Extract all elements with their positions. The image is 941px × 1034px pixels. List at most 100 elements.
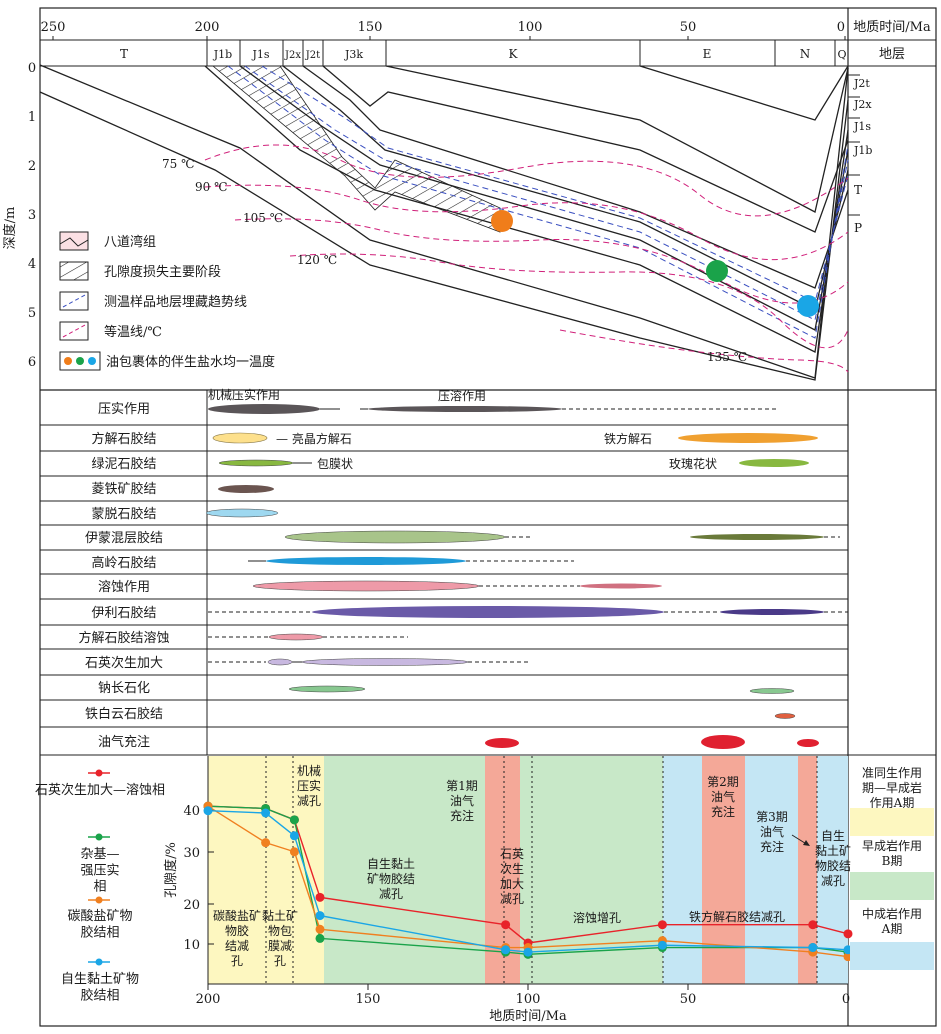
- anno-oil2: 第2期油气充注: [707, 775, 739, 819]
- burial-legend: 八道湾组 孔隙度损失主要阶段 测温样品地层埋藏趋势线 等温线/℃ 油包裹体的伴生…: [59, 231, 275, 371]
- anno-ferrocalcite: 铁方解石胶结减孔: [689, 909, 785, 924]
- legend-label-badaowan: 八道湾组: [104, 234, 156, 250]
- note-pressure-solution: 压溶作用: [438, 388, 486, 403]
- bar-albite: [288, 685, 366, 693]
- bar-calcite-dissolution: [268, 633, 324, 641]
- row-smectite: 蒙脱石胶结: [91, 506, 156, 522]
- isotherm-lines: [204, 144, 849, 373]
- stratum-Q: Q: [837, 48, 846, 61]
- bar-siderite: [218, 485, 274, 493]
- note-ferro-calcite: 铁方解石: [604, 431, 652, 446]
- anno-quartz: 石英次生加大减孔: [500, 847, 524, 906]
- legend-label-trend: 测温样品地层埋藏趋势线: [104, 294, 247, 310]
- porosity-point-2-3: [315, 924, 325, 934]
- anno-mechanical: 机械压实减孔: [297, 763, 321, 808]
- porosity-point-0-6: [657, 920, 667, 930]
- stratum-J1b: J1b: [213, 48, 232, 61]
- note-mechanical: 机械压实作用: [208, 387, 280, 402]
- strata-row: T J1b J1s J2x J2t J3k K E N Q 地层: [40, 40, 936, 67]
- stratum-N: N: [800, 47, 811, 61]
- stratum-J2x: J2x: [284, 50, 301, 61]
- note-rosette: 玫瑰花状: [669, 456, 717, 471]
- bar-chlorite-coating: [218, 459, 294, 467]
- bar-bright-calcite: [212, 432, 268, 444]
- porosity-loss-hatch-swatch: [59, 261, 89, 281]
- row-quartz: 石英次生加大: [85, 655, 163, 671]
- legend-clay-facies: 自生黏土矿物胶结相: [61, 958, 139, 1003]
- porosity-point-3-6: [657, 940, 667, 950]
- xtick-0: 0: [842, 992, 850, 1007]
- stage-swatch-early-b: [850, 872, 934, 900]
- stratum-J2t: J2t: [305, 50, 320, 61]
- note-coating: 包膜状: [317, 457, 353, 471]
- row-calcite-dissolution: 方解石胶结溶蚀: [78, 630, 169, 646]
- legend-matrix-facies: 杂基—强压实相: [80, 833, 120, 895]
- depth-0: 0: [28, 61, 36, 76]
- oil-charge-1: [485, 738, 519, 748]
- legend-matrix-label: 杂基—强压实相: [80, 847, 119, 895]
- porosity-point-3-1: [261, 808, 271, 818]
- row-illite: 伊利石胶结: [91, 605, 156, 621]
- bar-dissolution: [252, 580, 480, 592]
- inclusion-dot-green: [706, 260, 728, 282]
- porosity-point-0-3: [315, 892, 325, 902]
- formation-J1b: J1b: [853, 144, 872, 157]
- tick-0: 0: [837, 20, 845, 35]
- bar-illite-smectite-late: [690, 534, 824, 540]
- bar-chlorite-rosette: [739, 459, 809, 467]
- depth-axis-label: 深度/m: [2, 207, 18, 250]
- row-kaolinite: 高岭石胶结: [91, 555, 156, 571]
- isotherm-90: 90 ℃: [195, 180, 228, 194]
- bar-smectite: [205, 508, 279, 518]
- isotherm-135: 135 ℃: [707, 350, 747, 364]
- depth-1: 1: [28, 110, 36, 125]
- stratum-T: T: [120, 47, 128, 61]
- note-bright-calcite: — 亮晶方解石: [276, 431, 352, 446]
- stratum-E: E: [703, 47, 712, 61]
- porosity-point-3-5: [523, 947, 533, 957]
- anno-authigenic-clay2: 自生黏土矿物胶结减孔: [815, 829, 851, 888]
- tick-150: 150: [358, 20, 383, 35]
- xtick-150: 150: [356, 992, 381, 1007]
- bar-ferro-calcite: [678, 433, 818, 443]
- porosity-loss-hatch: [211, 65, 501, 233]
- stratum-K: K: [509, 47, 519, 61]
- row-siderite: 菱铁矿胶结: [91, 481, 156, 497]
- top-time-axis: 250 200 150 100 50 0 地质时间/Ma: [40, 20, 936, 41]
- row-compaction: 压实作用: [98, 402, 150, 417]
- bar-dissolution-late: [580, 583, 662, 589]
- row-ankerite: 铁白云石胶结: [85, 706, 163, 722]
- stage-swatch-middle-a: [850, 942, 934, 970]
- bar-kaolinite: [266, 557, 466, 565]
- row-calcite: 方解石胶结: [91, 431, 156, 447]
- legend-label-inclusion: 油包裹体的伴生盐水均一温度: [106, 354, 275, 370]
- tick-50: 50: [680, 20, 697, 35]
- anno-dissolution: 溶蚀增孔: [573, 910, 621, 925]
- bottom-axis-label: 地质时间/Ma: [489, 1009, 567, 1024]
- porosity-point-3-2: [289, 831, 299, 841]
- porosity-point-3-0: [203, 806, 213, 816]
- badaowan-formation-swatch: [59, 231, 89, 251]
- oil-charge-3: [797, 739, 819, 747]
- inclusion-dots: [59, 351, 101, 371]
- legend-carbonate-label: 碳酸盐矿物胶结相: [67, 909, 132, 940]
- anno-clay-coat: 黏土矿物包膜减孔: [262, 909, 298, 968]
- strata-header: 地层: [879, 47, 905, 62]
- porosity-point-3-4: [501, 945, 511, 955]
- porosity-point-2-2: [289, 847, 299, 857]
- anno-oil1: 第1期油气充注: [446, 779, 478, 823]
- porosity-point-3-3: [315, 911, 325, 921]
- formation-T: T: [854, 183, 862, 197]
- porosity-panel: 10 20 30 40 孔隙度/% 200 150 100 50 0 地质时间/…: [35, 756, 934, 1024]
- depth-2: 2: [28, 159, 36, 174]
- bar-illite-smectite: [284, 530, 506, 544]
- stage-swatch-early-a: [850, 808, 934, 836]
- legend-label-isotherm: 等温线/℃: [104, 324, 162, 340]
- bar-mechanical-compaction: [208, 404, 320, 414]
- isotherm-dashed-line: [59, 321, 89, 341]
- figure-frame: [39, 7, 937, 1027]
- diagenesis-table: 压实作用 方解石胶结 绿泥石胶结 菱铁矿胶结 蒙脱石胶结 伊蒙混层胶结 高岭石胶…: [40, 387, 936, 756]
